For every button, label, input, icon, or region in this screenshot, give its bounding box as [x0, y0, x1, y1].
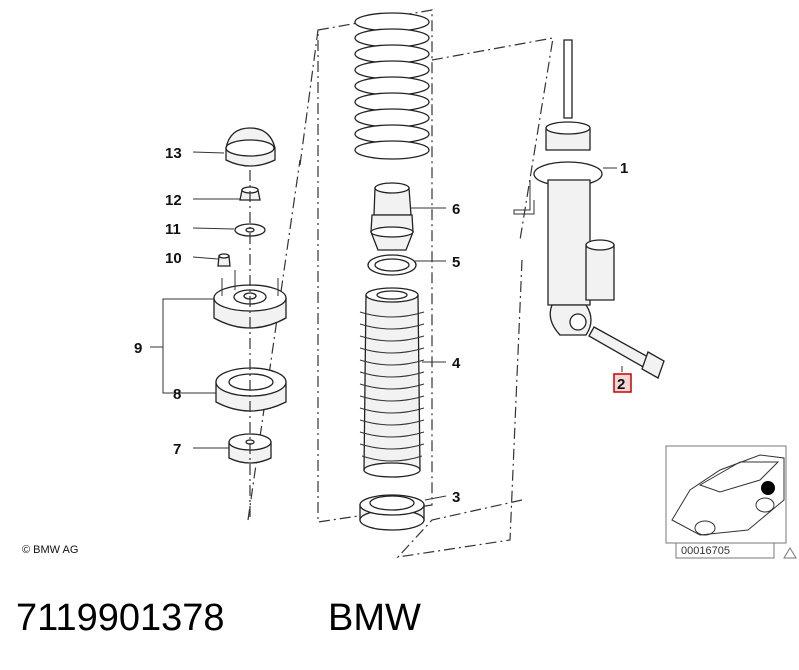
- clip-ring: [367, 254, 417, 276]
- corner-triangle-icon: [783, 547, 797, 559]
- thumbnail-ref-code: 00016705: [681, 545, 730, 557]
- dust-boot: [359, 287, 425, 478]
- coil-spring: [354, 12, 430, 160]
- rubber-mount: [228, 433, 272, 464]
- location-marker-dot: [761, 481, 775, 495]
- callout-11: 11: [165, 221, 181, 238]
- callout-1: 1: [620, 160, 628, 177]
- bump-stop: [370, 182, 414, 251]
- shock-absorber: [513, 39, 615, 336]
- callout-3: 3: [452, 489, 460, 506]
- callout-2-highlight-box: [613, 373, 632, 393]
- part-number: 7119901378: [16, 597, 225, 639]
- protective-cap: [225, 127, 276, 167]
- callout-10: 10: [165, 250, 182, 267]
- brand-name: BMW: [328, 597, 421, 639]
- vehicle-locator-thumbnail: 00016705: [665, 445, 797, 559]
- callout-9: 9: [134, 340, 142, 357]
- callout-12: 12: [165, 192, 182, 209]
- callout-4: 4: [452, 355, 461, 372]
- callout-13: 13: [165, 145, 182, 162]
- bearing-ring: [215, 367, 287, 412]
- lower-spring-pad: [359, 494, 425, 531]
- copyright-text: © BMW AG: [22, 544, 78, 556]
- callout-6: 6: [452, 201, 460, 218]
- callout-2: 2: [617, 376, 625, 393]
- callout-7: 7: [173, 441, 181, 458]
- small-nut: [217, 253, 231, 267]
- callout-5: 5: [452, 254, 460, 271]
- assembly-outline: [247, 9, 554, 558]
- leader-lines: [150, 151, 623, 501]
- bolt: [588, 326, 665, 379]
- callout-8: 8: [173, 386, 181, 403]
